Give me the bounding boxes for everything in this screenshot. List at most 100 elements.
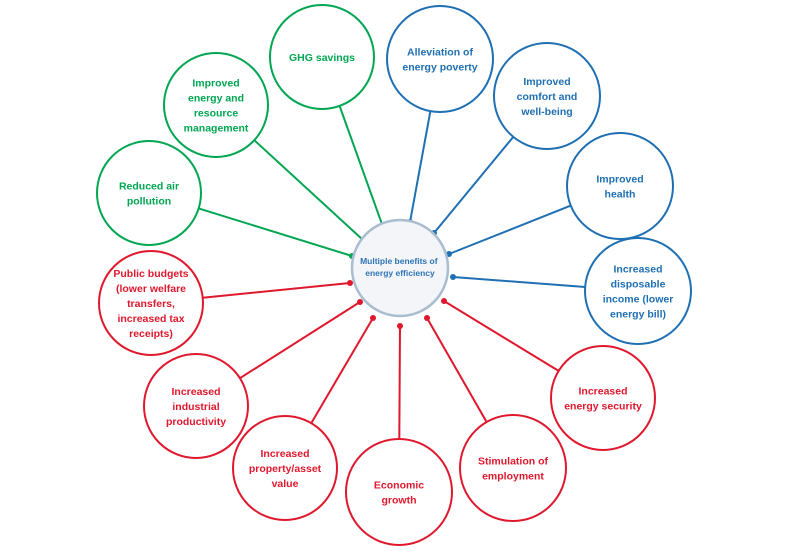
benefit-label-line: Increased [171, 386, 220, 398]
connector-increased-energy-security [443, 300, 560, 372]
benefit-label-line: Stimulation of [478, 456, 548, 468]
benefit-circle [459, 414, 567, 522]
benefit-label: Stimulation of employment [478, 456, 548, 483]
connector-stimulation-of-employment [426, 317, 488, 423]
center-label: Multiple benefits of energy efficiency [360, 256, 440, 278]
benefit-label-line: resource [194, 108, 239, 120]
benefit-label: Improved comfort and well-being [517, 76, 578, 118]
connector-dot-increased-property-asset-value [370, 315, 376, 321]
benefit-label-line: Alleviation of [407, 47, 473, 59]
benefit-label-line: energy bill) [610, 309, 666, 321]
benefit-label-line: pollution [127, 196, 171, 208]
benefit-circle [345, 438, 453, 546]
benefit-label-line: disposable [611, 279, 666, 291]
benefit-label-line: comfort and [517, 91, 578, 103]
benefit-circle [96, 140, 202, 246]
benefit-circle [584, 237, 692, 345]
benefit-label-line: increased tax [117, 313, 184, 325]
connector-dot-stimulation-of-employment [424, 315, 430, 321]
benefit-node-improved-energy-resource-management: Improved energy and resource management [163, 52, 269, 158]
connector-reduced-air-pollution [198, 207, 353, 257]
benefit-label-line: Reduced air [119, 181, 179, 193]
benefit-label: Increased industrial productivity [166, 386, 226, 428]
benefit-label-line: Improved [523, 76, 570, 88]
benefit-circle [163, 52, 269, 158]
center-label-line: energy efficiency [365, 268, 435, 278]
benefit-label-line: growth [382, 495, 417, 507]
benefit-circle [98, 250, 204, 356]
benefit-label-line: receipts) [129, 328, 173, 340]
connector-increased-property-asset-value [310, 317, 374, 424]
benefit-label-line: energy poverty [402, 62, 477, 74]
benefit-circle [143, 353, 249, 459]
benefit-label-line: income (lower [603, 294, 674, 306]
benefit-node-alleviation-of-energy-poverty: Alleviation of energy poverty [386, 5, 494, 113]
connector-improved-comfort-well-being [433, 136, 515, 234]
benefit-label: Increased property/asset value [249, 448, 322, 490]
connector-dot-increased-disposable-income [450, 274, 456, 280]
benefit-label: Public budgets (lower welfare transfers, in… [113, 268, 188, 340]
connector-improved-energy-resource-management [253, 139, 364, 241]
center-node: Multiple benefits of energy efficiency [350, 218, 450, 318]
connector-dot-economic-growth [397, 323, 403, 329]
benefit-label-line: property/asset [249, 463, 322, 475]
benefit-label-line: value [272, 478, 299, 490]
benefit-label-line: energy security [564, 401, 642, 413]
benefit-label: Reduced air pollution [119, 181, 179, 208]
benefit-label-line: productivity [166, 416, 226, 428]
connector-economic-growth [398, 325, 401, 440]
benefit-node-stimulation-of-employment: Stimulation of employment [459, 414, 567, 522]
benefit-label-line: industrial [172, 401, 219, 413]
benefit-circle [550, 345, 656, 451]
benefit-label-line: Increased [260, 448, 309, 460]
benefit-nodes: Reduced air pollution Improved energy and re… [96, 4, 692, 546]
connector-ghg-savings [338, 105, 384, 228]
connector-alleviation-of-energy-poverty [409, 110, 432, 223]
benefit-label: Improved energy and resource management [184, 78, 249, 135]
benefit-circle [269, 4, 375, 110]
connector-dot-public-budgets [347, 280, 353, 286]
benefit-label-line: Improved [192, 78, 239, 90]
benefit-label: GHG savings [289, 52, 355, 64]
benefit-node-increased-property-asset-value: Increased property/asset value [232, 415, 338, 521]
benefit-node-improved-health: Improved health [566, 132, 674, 240]
benefit-label-line: Increased [613, 264, 662, 276]
benefit-label-line: (lower welfare [116, 283, 186, 295]
benefit-circle [493, 42, 601, 150]
connector-dot-increased-industrial-productivity [357, 299, 363, 305]
benefit-label-line: well-being [520, 106, 572, 118]
benefit-node-reduced-air-pollution: Reduced air pollution [96, 140, 202, 246]
benefit-label: Increased energy security [564, 386, 642, 413]
benefit-label-line: management [184, 123, 249, 135]
benefit-node-economic-growth: Economic growth [345, 438, 453, 546]
benefit-circle [386, 5, 494, 113]
benefit-circle [566, 132, 674, 240]
connector-dot-increased-energy-security [441, 298, 447, 304]
benefit-label: Alleviation of energy poverty [402, 47, 477, 74]
benefit-node-increased-energy-security: Increased energy security [550, 345, 656, 451]
benefit-label-line: energy and [188, 93, 244, 105]
benefit-label-line: Public budgets [113, 268, 188, 280]
connector-increased-industrial-productivity [239, 301, 361, 380]
benefit-node-increased-disposable-income: Increased disposable income (lower energy b… [584, 237, 692, 345]
connector-increased-disposable-income [452, 276, 586, 288]
center-label-line: Multiple benefits of [360, 256, 438, 266]
connector-public-budgets [202, 282, 351, 299]
benefit-label-line: employment [482, 471, 544, 483]
benefit-label: Increased disposable income (lower energy b… [603, 264, 674, 321]
benefit-node-improved-comfort-well-being: Improved comfort and well-being [493, 42, 601, 150]
center-circle [350, 218, 450, 318]
benefit-node-increased-industrial-productivity: Increased industrial productivity [143, 353, 249, 459]
benefit-circle [232, 415, 338, 521]
benefit-label-line: GHG savings [289, 52, 355, 64]
benefit-label-line: Improved [596, 174, 643, 186]
benefit-label-line: Increased [578, 386, 627, 398]
benefit-label-line: Economic [374, 480, 424, 492]
connector-improved-health [448, 204, 572, 255]
benefit-node-ghg-savings: GHG savings [269, 4, 375, 110]
benefit-label-line: health [605, 189, 636, 201]
benefit-label-line: transfers, [127, 298, 175, 310]
connector-lines [198, 105, 586, 440]
benefit-node-public-budgets: Public budgets (lower welfare transfers, in… [98, 250, 204, 356]
